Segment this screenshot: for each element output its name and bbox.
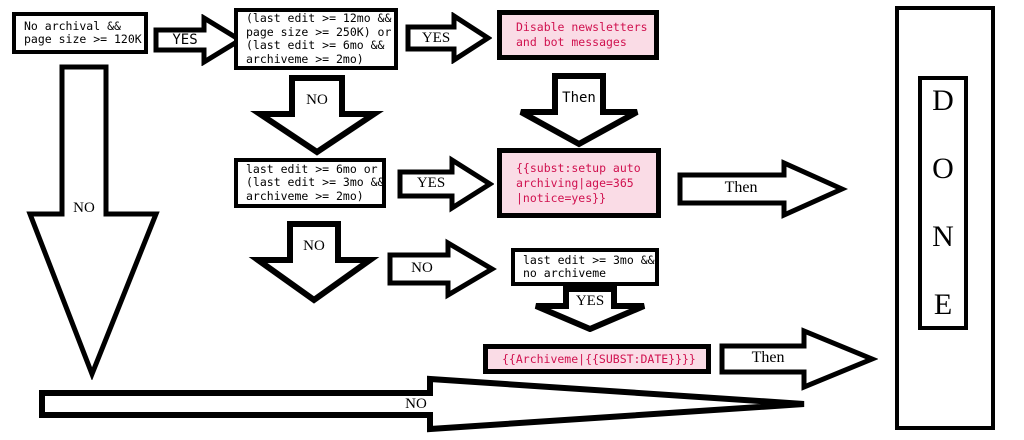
arrow-yes-3: YES <box>396 155 494 213</box>
terminal-done-letter-o: O <box>932 152 954 185</box>
action-box-disable-newsletters-text: Disable newsletters and bot messages <box>516 20 648 49</box>
action-box-disable-newsletters: Disable newsletters and bot messages <box>497 10 659 60</box>
condition-box-3mo-no-archiveme-text: last edit >= 3mo && no archiveme <box>523 252 655 280</box>
action-box-setup-auto-archiving: {{subst:setup auto archiving|age=365 |no… <box>497 148 661 218</box>
condition-box-no-archival: No archival && page size >= 120K <box>12 12 148 54</box>
condition-box-12mo-250k: (last edit >= 12mo && page size >= 250K)… <box>234 8 398 70</box>
arrow-yes-1: YES <box>152 14 244 66</box>
arrow-then-2: Then <box>676 158 848 220</box>
terminal-done: D O N E <box>918 76 968 330</box>
condition-box-6mo-3mo-text: last edit >= 6mo or (last edit >= 3mo &&… <box>246 161 385 203</box>
condition-box-3mo-no-archiveme: last edit >= 3mo && no archiveme <box>511 248 659 286</box>
arrow-then-1: Then <box>503 72 655 148</box>
condition-box-12mo-250k-text: (last edit >= 12mo && page size >= 250K)… <box>246 11 392 66</box>
terminal-done-letter-e: E <box>933 288 953 321</box>
action-box-archiveme-date-text: {{Archiveme|{{SUBST:DATE}}}} <box>502 351 696 366</box>
arrow-no-big-left: NO <box>22 62 164 380</box>
arrow-yes-4: YES <box>528 286 652 332</box>
arrow-no-bottom: NO <box>38 374 810 434</box>
action-box-archiveme-date: {{Archiveme|{{SUBST:DATE}}}} <box>483 344 711 374</box>
action-box-setup-auto-archiving-text: {{subst:setup auto archiving|age=365 |no… <box>516 160 641 205</box>
arrow-no-under-c2: NO <box>250 74 384 156</box>
arrow-yes-2: YES <box>404 12 492 64</box>
condition-box-no-archival-text: No archival && page size >= 120K <box>24 18 142 46</box>
condition-box-6mo-3mo: last edit >= 6mo or (last edit >= 3mo &&… <box>234 158 386 208</box>
arrow-no-under-c3: NO <box>248 220 380 304</box>
arrow-no-right-of-c3: NO <box>386 238 498 300</box>
terminal-done-letter-n: N <box>932 220 954 253</box>
terminal-done-letter-d: D <box>932 84 954 117</box>
